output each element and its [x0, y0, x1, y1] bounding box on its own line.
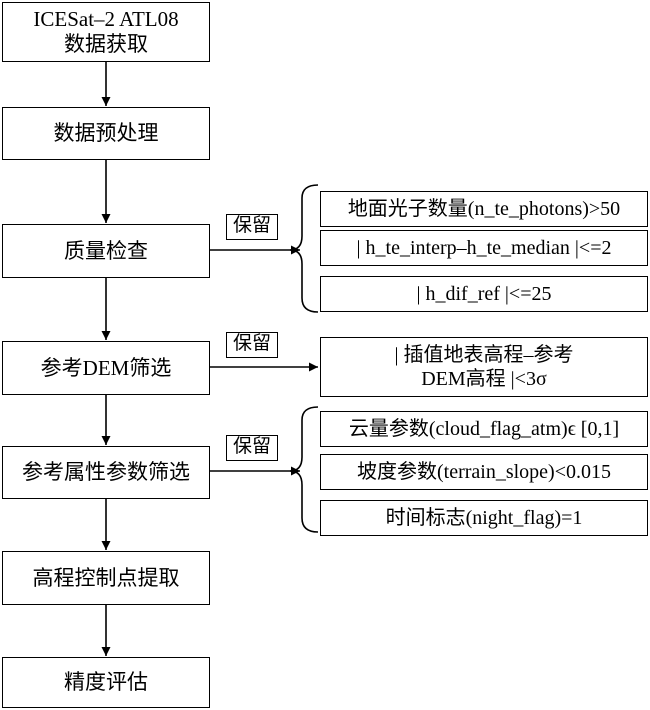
- step-label: 高程控制点提取: [32, 565, 180, 590]
- step-control-point-extraction: 高程控制点提取: [2, 551, 210, 605]
- condition-dif-ref: | h_dif_ref |<=25: [320, 276, 648, 312]
- condition-terrain-slope: 坡度参数(terrain_slope)<0.015: [320, 454, 648, 490]
- step-attribute-filter: 参考属性参数筛选: [2, 446, 210, 499]
- step-quality-check: 质量检查: [2, 224, 210, 278]
- step-label: 精度评估: [64, 670, 148, 694]
- keep-label-dem: 保留: [226, 332, 278, 358]
- condition-night-flag: 时间标志(night_flag)=1: [320, 500, 648, 536]
- step-accuracy-assessment: 精度评估: [2, 657, 210, 708]
- condition-ground-photons: 地面光子数量(n_te_photons)>50: [320, 191, 648, 227]
- step-label: 质量检查: [64, 238, 148, 263]
- brace-attribute: [289, 406, 319, 533]
- step-preprocessing: 数据预处理: [2, 107, 210, 160]
- condition-line: DEM高程 |<3σ: [421, 368, 547, 390]
- condition-interp-median: | h_te_interp–h_te_median |<=2: [320, 230, 648, 266]
- condition-cloud-flag: 云量参数(cloud_flag_atm)ϵ [0,1]: [320, 411, 648, 447]
- step-label: 参考DEM筛选: [40, 355, 172, 380]
- step-label: 数据预处理: [53, 121, 159, 145]
- keep-label-quality: 保留: [226, 214, 278, 240]
- step-label-line: ICESat–2 ATL08: [33, 7, 179, 31]
- condition-dem-difference: | 插值地表高程–参考 DEM高程 |<3σ: [320, 337, 648, 397]
- brace-quality: [289, 184, 319, 313]
- condition-line: | 插值地表高程–参考: [394, 344, 574, 366]
- step-label-line: 数据获取: [64, 32, 148, 56]
- keep-label-attribute: 保留: [226, 435, 278, 461]
- step-label: 参考属性参数筛选: [22, 460, 190, 484]
- step-reference-dem-filter: 参考DEM筛选: [2, 341, 210, 395]
